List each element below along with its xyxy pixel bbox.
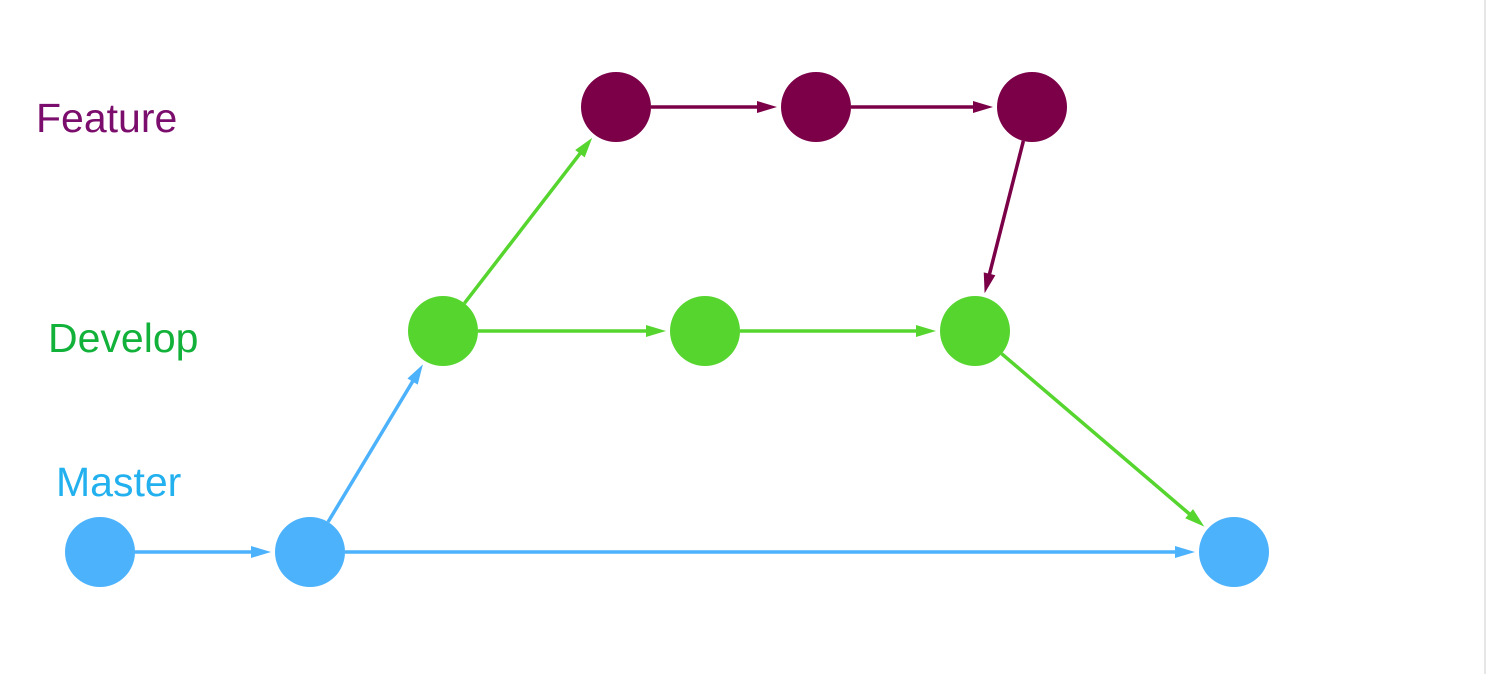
commit-node-d3 xyxy=(940,296,1010,366)
develop-branch-label: Develop xyxy=(48,315,199,361)
arrowhead-icon xyxy=(973,101,993,113)
arrowhead-icon xyxy=(1185,509,1205,527)
commit-node-f3 xyxy=(997,72,1067,142)
arrowhead-icon xyxy=(983,272,996,294)
arrowhead-icon xyxy=(407,364,423,385)
edge-f1-to-f2 xyxy=(651,101,777,113)
arrowhead-icon xyxy=(916,325,936,337)
edges-layer xyxy=(135,101,1205,558)
edge-m2-to-d1 xyxy=(326,364,423,523)
commit-node-d2 xyxy=(670,296,740,366)
arrowhead-icon xyxy=(1175,546,1195,558)
master-branch-label: Master xyxy=(56,459,182,505)
edge-m1-to-m2 xyxy=(135,546,271,558)
edge-line xyxy=(987,140,1026,277)
commit-node-m2 xyxy=(275,517,345,587)
feature-branch-label: Feature xyxy=(36,95,178,141)
edge-f3-to-d3 xyxy=(983,140,1026,294)
commit-node-m1 xyxy=(65,517,135,587)
edge-m2-to-m3 xyxy=(345,546,1195,558)
commit-node-f2 xyxy=(781,72,851,142)
commit-node-f1 xyxy=(581,72,651,142)
edge-line xyxy=(326,378,416,523)
edge-d3-to-m3 xyxy=(1000,352,1205,527)
arrowhead-icon xyxy=(757,101,777,113)
commit-node-d1 xyxy=(408,296,478,366)
edge-line xyxy=(463,151,583,305)
edge-f2-to-f3 xyxy=(851,101,993,113)
commits-layer xyxy=(65,72,1269,587)
arrowhead-icon xyxy=(251,546,271,558)
edge-line xyxy=(1000,352,1192,517)
edge-d1-to-f1 xyxy=(463,137,593,305)
commit-node-m3 xyxy=(1199,517,1269,587)
edge-d2-to-d3 xyxy=(740,325,936,337)
right-border-divider xyxy=(1484,0,1486,674)
arrowhead-icon xyxy=(646,325,666,337)
arrowhead-icon xyxy=(575,137,593,158)
edge-d1-to-d2 xyxy=(478,325,666,337)
